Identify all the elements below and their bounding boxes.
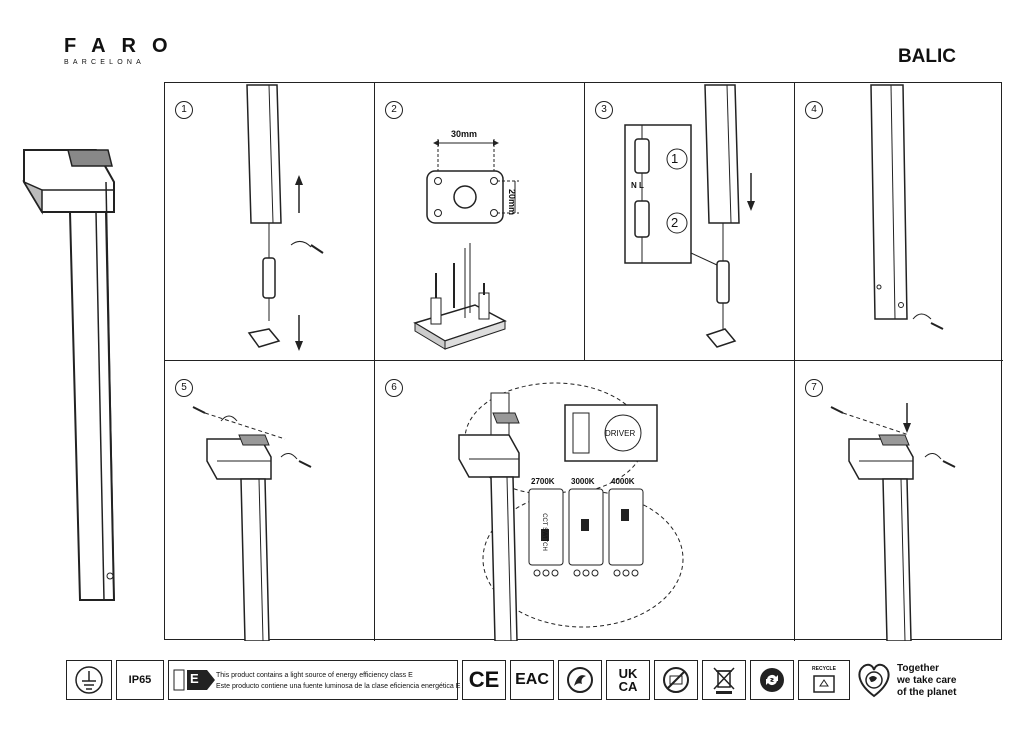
step-3-number: 3 [595, 101, 613, 119]
callout-1: 1 [671, 151, 679, 166]
step-6-illustration [458, 382, 684, 641]
mount-height-dimension: 20mm [507, 189, 517, 216]
eac-mark-box: EAC [510, 660, 554, 700]
no-touch-mark-box [654, 660, 698, 700]
cct-switch-label: CCT SWITCH [540, 513, 547, 551]
step-6-panel: 6 DR [375, 361, 795, 641]
flame-icon [567, 667, 593, 693]
step-1-panel: 1 [165, 83, 375, 361]
step-4-panel: 4 [795, 83, 1003, 361]
tagline-line-1: Together [897, 663, 940, 674]
driver-label: DRIVER [605, 429, 636, 438]
recycle-label: RECYCLE [812, 666, 836, 672]
energy-class-icon [173, 669, 215, 691]
recycle-bin-mark-box: RECYCLE [798, 660, 850, 700]
tagline-line-2: we take care [897, 675, 957, 686]
footer-markings: IP65 E This product contains a light sou… [0, 660, 1024, 706]
step-3-illustration [624, 84, 755, 348]
recycle-bin-icon [813, 675, 835, 693]
planet-heart-icon [858, 663, 890, 698]
earth-ground-icon [75, 666, 103, 694]
step-2-panel: 2 30mm 20mm [375, 83, 585, 361]
step-1-number: 1 [175, 101, 193, 119]
ukca-mark-top: UK [618, 666, 638, 681]
lamp-overview-illustration [22, 149, 116, 601]
ce-mark-box: CE [462, 660, 506, 700]
ip-rating-box: IP65 [116, 660, 164, 700]
cct-option-4000k: 4000K [611, 477, 635, 486]
step-4-number: 4 [805, 101, 823, 119]
ce-mark: CE [468, 667, 500, 692]
step-6-number: 6 [385, 379, 403, 397]
step-7-illustration [830, 403, 956, 641]
weee-bin-icon [713, 667, 735, 694]
flame-mark-box [558, 660, 602, 700]
no-touch-icon [663, 667, 689, 693]
energy-label-box [168, 660, 458, 700]
steps-grid: 1 2 [164, 82, 1003, 641]
energy-line-es: Este producto contiene una fuente lumino… [216, 683, 461, 690]
energy-text: This product contains a light source of … [216, 670, 460, 692]
step-7-panel: 7 [795, 361, 1003, 641]
ground-mark-box [66, 660, 112, 700]
cct-option-2700k: 2700K [531, 477, 555, 486]
planet-tagline: Together we take care of the planet [897, 663, 957, 699]
step-2-illustration [413, 139, 519, 350]
step-5-panel: 5 [165, 361, 375, 641]
recycling-mark-box [750, 660, 794, 700]
ukca-mark-bottom: CA [618, 679, 638, 694]
product-name: BALIC [897, 46, 956, 67]
step-3-panel: 3 1 2 N L [585, 83, 795, 361]
step-5-illustration [192, 406, 312, 641]
step-4-illustration [870, 84, 944, 330]
eac-mark: EAC [515, 671, 549, 688]
recycling-arrows-icon [760, 668, 784, 692]
step-1-illustration [246, 84, 324, 351]
brand-logo: FARO BARCELONA [64, 36, 188, 66]
energy-class-letter: E [190, 671, 199, 686]
ukca-mark-box: UK CA [606, 660, 650, 700]
brand-name: FARO [64, 35, 184, 57]
ip-rating: IP65 [128, 674, 152, 686]
cct-option-3000k: 3000K [571, 477, 595, 486]
brand-city: BARCELONA [64, 59, 145, 66]
step-5-number: 5 [175, 379, 193, 397]
weee-mark-box [702, 660, 746, 700]
tagline-line-3: of the planet [897, 687, 957, 698]
callout-2: 2 [671, 215, 679, 230]
step-7-number: 7 [805, 379, 823, 397]
wire-labels: N L [631, 181, 644, 190]
step-2-number: 2 [385, 101, 403, 119]
mount-width-dimension: 30mm [451, 129, 478, 139]
energy-line-en: This product contains a light source of … [216, 672, 413, 679]
